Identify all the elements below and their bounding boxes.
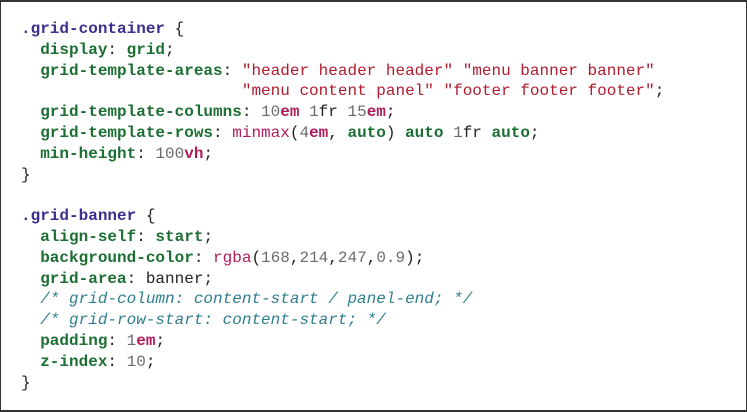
prop-padding: padding: [40, 331, 108, 350]
line-16: padding: 1em;: [40, 331, 166, 350]
cols-unit-3: em: [366, 103, 386, 122]
minh-num: 100: [155, 144, 185, 163]
rgba-b: 247: [337, 248, 367, 267]
selector-grid-container: .grid-container: [21, 20, 166, 38]
line-5: grid-template-columns: 10em 1fr 15em;: [40, 103, 396, 122]
cols-num-2: 1: [309, 103, 319, 122]
rgba-a: 0.9: [376, 248, 406, 267]
prop-grid-template-rows: grid-template-rows: [40, 123, 214, 142]
cols-num-3: 15: [347, 103, 367, 122]
prop-grid-area: grid-area: [40, 269, 127, 288]
rgba-g: 214: [299, 248, 329, 267]
minh-unit: vh: [184, 144, 204, 163]
z-num: 10: [126, 352, 146, 371]
rows-kw-1: auto: [347, 123, 386, 142]
line-15: /* grid-row-start: content-start; */: [21, 310, 664, 331]
line-10: .grid-banner {: [21, 206, 664, 227]
prop-grid-template-columns: grid-template-columns: [40, 103, 242, 122]
comment-grid-row-start: /* grid-row-start: content-start; */: [40, 311, 386, 330]
fn-rgba: rgba: [213, 248, 252, 267]
line-7: min-height: 100vh;: [40, 144, 214, 163]
line-3: grid-template-areas: "header header head…: [40, 61, 655, 80]
cols-unit-1: em: [280, 103, 300, 122]
line-17: z-index: 10;: [40, 352, 156, 371]
line-6: grid-template-rows: minmax(4em, auto) au…: [40, 123, 540, 142]
rows-unit-2: fr: [462, 123, 482, 142]
cols-unit-2: fr: [318, 103, 338, 122]
close-brace: }: [21, 165, 31, 184]
areas-string-4: "footer footer footer": [443, 82, 655, 101]
rows-kw-3: auto: [491, 123, 530, 142]
pad-num: 1: [126, 331, 137, 350]
line-11: align-self: start;: [40, 227, 214, 246]
val-align-self: start: [155, 227, 204, 246]
prop-grid-template-areas: grid-template-areas: [40, 61, 223, 80]
line-12: background-color: rgba(168,214,247,0.9);: [40, 248, 425, 267]
areas-string-2: "menu banner banner": [462, 61, 655, 80]
prop-z-index: z-index: [40, 352, 108, 371]
prop-min-height: min-height: [40, 144, 137, 163]
close-brace-2: }: [21, 373, 31, 392]
line-2: display: grid;: [40, 40, 175, 59]
rows-num-2: 1: [453, 123, 463, 142]
cols-num-1: 10: [261, 103, 281, 122]
line-9: [21, 185, 664, 206]
prop-align-self: align-self: [40, 227, 137, 246]
line-18: }: [21, 373, 664, 394]
line-13: grid-area: banner;: [40, 269, 214, 288]
rows-kw-2: auto: [405, 123, 444, 142]
line-1: .grid-container {: [21, 19, 664, 40]
selector-grid-banner: .grid-banner: [21, 207, 137, 226]
pad-unit: em: [136, 331, 156, 350]
line-14: /* grid-column: content-start / panel-en…: [21, 289, 664, 310]
comment-grid-column: /* grid-column: content-start / panel-en…: [40, 290, 473, 309]
val-grid-area: banner: [145, 269, 204, 288]
rows-unit-1: em: [309, 123, 329, 142]
rgba-r: 168: [261, 248, 290, 267]
line-8: }: [21, 165, 664, 186]
fn-minmax: minmax: [232, 123, 290, 142]
areas-string-1: "header header header": [241, 61, 454, 80]
prop-background-color: background-color: [40, 248, 194, 267]
open-brace-2: {: [136, 207, 156, 226]
css-code: .grid-container { display: grid; grid-te…: [21, 19, 664, 393]
areas-string-3: "menu content panel": [241, 82, 434, 101]
prop-display: display: [40, 40, 108, 59]
open-brace: {: [165, 20, 185, 38]
val-display: grid: [126, 40, 166, 59]
rows-num-1: 4: [299, 123, 310, 142]
line-4: "menu content panel" "footer footer foot…: [241, 82, 665, 101]
